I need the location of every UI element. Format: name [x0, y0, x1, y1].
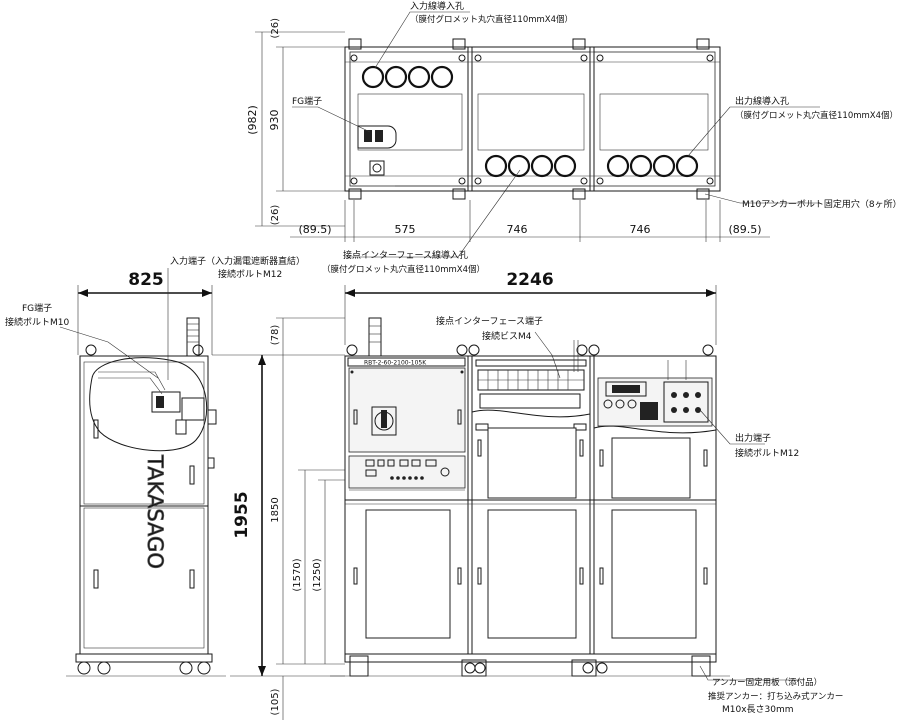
anchor-plate-label: アンカー固定用板（添付品）: [712, 677, 822, 688]
front-width-dim: 2246: [506, 270, 553, 290]
contact-hole-3: [530, 154, 554, 178]
output-hole-4: [675, 154, 699, 178]
dim-746a: 746: [507, 223, 528, 236]
dim-78: (78): [270, 325, 281, 346]
lower-door-right: [611, 509, 697, 639]
anchor-recommend-label: 推奨アンカー：打ち込み式アンカー: [708, 691, 843, 702]
anchor-hole-label: M10アンカーボルト固定用穴（8ヶ所）: [742, 198, 900, 210]
main-breaker: [371, 406, 397, 436]
dim-left-89: (89.5): [298, 223, 331, 236]
output-terminal-label: 出力端子: [735, 432, 771, 444]
side-input-bolt: 接続ボルトM12: [218, 268, 282, 280]
output-hole-2: [629, 154, 653, 178]
height-dimensions: 1955 (78) 1850 (105) (1570) (1250): [212, 317, 345, 720]
side-view: 825 FG端子 接続ボルトM10 入力端子（入力漏電遮断器直結） 接続ボルトM…: [5, 255, 305, 677]
fg-terminal-top: FG端子: [292, 95, 322, 107]
contact-screw-label: 接続ビスM4: [482, 330, 532, 342]
output-hole-title: 出力線導入孔: [735, 95, 789, 107]
dim-1250: (1250): [312, 558, 323, 591]
front-view: 2246 接点インターフェース端子 接続ビスM4 RBT-2-60-2100-1…: [330, 270, 843, 715]
input-hole-detail: （膜付グロメット丸穴直径110mmX4個）: [410, 14, 573, 25]
side-width-dim: 825: [128, 270, 164, 290]
output-hole-detail: （膜付グロメット丸穴直径110mmX4個）: [735, 110, 898, 121]
dim-575: 575: [395, 223, 416, 236]
contact-hole-4: [553, 154, 577, 178]
input-hole-title: 入力線導入孔: [410, 0, 464, 12]
side-fg-bolt: 接続ボルトM10: [5, 316, 69, 328]
input-hole-2: [384, 65, 408, 89]
input-hole-1: [361, 65, 385, 89]
model-plate: RBT-2-60-2100-105K: [364, 360, 427, 367]
dim-982: (982): [246, 105, 259, 135]
side-fg-terminal: FG端子: [22, 302, 52, 314]
output-hole-3: [652, 154, 676, 178]
dim-1850: 1850: [270, 497, 281, 522]
fg-terminal-block: [357, 125, 397, 149]
output-bolt-label: 接続ボルトM12: [735, 447, 799, 459]
contact-hole-detail: （膜付グロメット丸穴直径110mmX4個）: [322, 264, 485, 275]
control-panel: [348, 455, 466, 489]
dim-105: (105): [270, 688, 281, 715]
contact-hole-title: 接点インターフェース線導入孔: [343, 249, 468, 261]
contact-hole-1: [484, 154, 508, 178]
side-brand: TAKASAGO: [143, 454, 167, 569]
dim-top-26: (26): [270, 18, 281, 39]
input-hole-3: [407, 65, 431, 89]
lower-door-left: [365, 509, 451, 639]
anchor-size-label: M10x長さ30mm: [722, 704, 794, 715]
dim-930: 930: [268, 110, 281, 131]
total-height-dim: 1955: [232, 491, 252, 538]
dim-right-89: (89.5): [728, 223, 761, 236]
input-hole-4: [430, 65, 454, 89]
lower-door-middle: [487, 509, 577, 639]
side-input-terminal: 入力端子（入力漏電遮断器直結）: [170, 255, 305, 267]
input-cable-region: [89, 357, 208, 452]
top-view: (26) (982) 930 (26) (89.5) 575 746 746 (…: [246, 0, 900, 275]
dim-746b: 746: [630, 223, 651, 236]
contact-hole-2: [507, 154, 531, 178]
dim-1570: (1570): [292, 558, 303, 591]
contact-terminal-label: 接点インターフェース端子: [436, 315, 543, 327]
output-hole-1: [606, 154, 630, 178]
dim-bottom-26: (26): [270, 205, 281, 226]
